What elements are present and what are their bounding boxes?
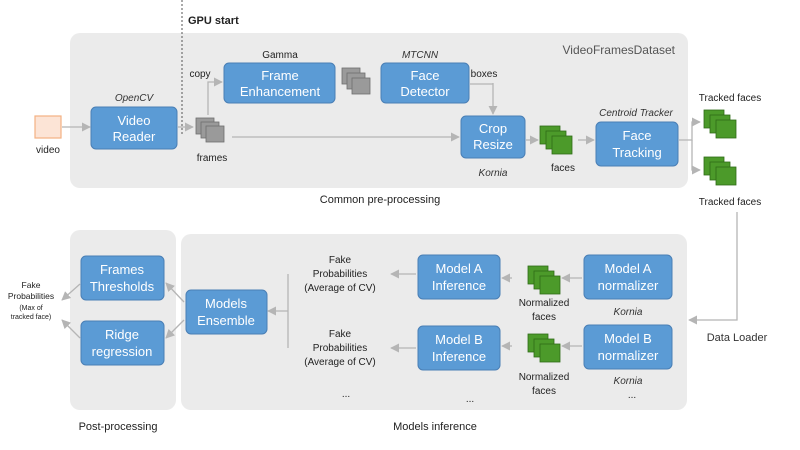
model-b-normalizer-line1: Model B [604,331,652,346]
crop-resize-box [460,115,526,159]
boxes-label: boxes [471,69,498,80]
model-a-inference-line1: Model A [436,261,483,276]
dots-prob: ... [342,389,350,400]
gamma-label: Gamma [262,50,298,61]
video-reader-line2: Reader [113,129,156,144]
model-a-normalizer-line2: normalizer [598,278,659,293]
video-icon [34,115,62,139]
kornia-b-label: Kornia [614,376,643,387]
normalized-b-line1: Normalized [519,372,570,383]
normalized-a-line1: Normalized [519,298,570,309]
tracked-faces-top-label: Tracked faces [699,93,761,104]
copy-label: copy [189,69,210,80]
tracked-faces-bottom-label: Tracked faces [699,197,761,208]
dots-inference: ... [466,394,474,405]
face-tracking-box [595,121,679,167]
tracked-faces-bottom-icon [703,156,737,186]
final-output-line3: (Max of [19,305,42,312]
arrow-tracking-bottom [691,140,701,175]
final-output-line1: Fake [22,280,41,290]
final-output-line2: Probabilities [8,291,54,301]
models-inference-region [181,234,687,410]
frames-thresholds-line2: Thresholds [90,279,155,294]
model-a-inference-line2: Inference [432,278,486,293]
models-ensemble-box [185,289,268,335]
normalized-a-line2: faces [532,312,556,323]
models-ensemble-line2: Ensemble [197,313,255,328]
frames-stack-icon [195,117,225,143]
arrow-data-loader [688,212,738,325]
arrow-thresholds-output [61,283,81,301]
fake-prob-a-line3: (Average of CV) [304,283,376,294]
model-a-inference-box [417,254,501,300]
final-output-line4: tracked face) [11,314,51,321]
arrow-ridge-output [61,319,81,339]
frames-thresholds-box [80,255,165,301]
model-b-inference-box [417,325,501,371]
faces-stack-icon [539,125,573,155]
video-reader-box [90,106,178,150]
video-label: video [36,145,60,156]
normalized-b-line2: faces [532,386,556,397]
post-processing-label: Post-processing [79,421,158,433]
model-b-inference-line2: Inference [432,349,486,364]
model-a-normalizer-box [583,254,673,300]
normalized-faces-b-icon [527,333,561,363]
dots-normalizer: ... [628,390,636,401]
face-detector-line1: Face [411,68,440,83]
gpu-start-label: GPU start [188,15,239,27]
faces-label: faces [551,163,575,174]
ridge-regression-box [80,320,165,366]
frames-thresholds-line1: Frames [100,262,145,277]
ridge-regression-line2: regression [92,344,153,359]
frame-enhancement-line1: Frame [261,68,299,83]
model-b-normalizer-line2: normalizer [598,348,659,363]
dataset-label: VideoFramesDataset [563,43,676,57]
data-loader-label: Data Loader [707,332,768,344]
frames-label: frames [197,153,228,164]
normalized-faces-a-icon [527,265,561,295]
face-tracking-line2: Tracking [612,145,661,160]
fake-prob-b-line2: Probabilities [313,343,367,354]
fake-prob-a-line1: Fake [329,255,352,266]
arrow-ensemble-thresholds [165,282,185,303]
model-b-inference-line1: Model B [435,332,483,347]
arrow-frames-enhancement [207,77,223,115]
kornia-crop-label: Kornia [479,168,508,179]
crop-resize-line1: Crop [479,121,507,136]
model-b-normalizer-box [583,324,673,370]
arrow-tracking-top [679,117,701,141]
enhanced-frames-icon [341,67,371,95]
fake-prob-b-line3: (Average of CV) [304,357,376,368]
opencv-label: OpenCV [115,93,155,104]
video-reader-line1: Video [117,113,150,128]
face-detector-box [380,62,470,104]
kornia-a-label: Kornia [614,307,643,318]
ridge-regression-line1: Ridge [105,327,139,342]
mtcnn-label: MTCNN [402,50,439,61]
face-tracking-line1: Face [623,128,652,143]
centroid-tracker-label: Centroid Tracker [599,108,673,119]
face-detector-line2: Detector [400,84,450,99]
models-inference-label: Models inference [393,421,477,433]
fake-prob-b-line1: Fake [329,329,352,340]
arrow-ensemble-ridge [165,319,185,339]
common-preprocessing-label: Common pre-processing [320,194,440,206]
fake-prob-a-line2: Probabilities [313,269,367,280]
tracked-faces-top-icon [703,109,737,139]
model-a-normalizer-line1: Model A [605,261,652,276]
crop-resize-line2: Resize [473,137,513,152]
models-ensemble-line1: Models [205,296,247,311]
frame-enhancement-box [223,62,336,104]
frame-enhancement-line2: Enhancement [240,84,321,99]
